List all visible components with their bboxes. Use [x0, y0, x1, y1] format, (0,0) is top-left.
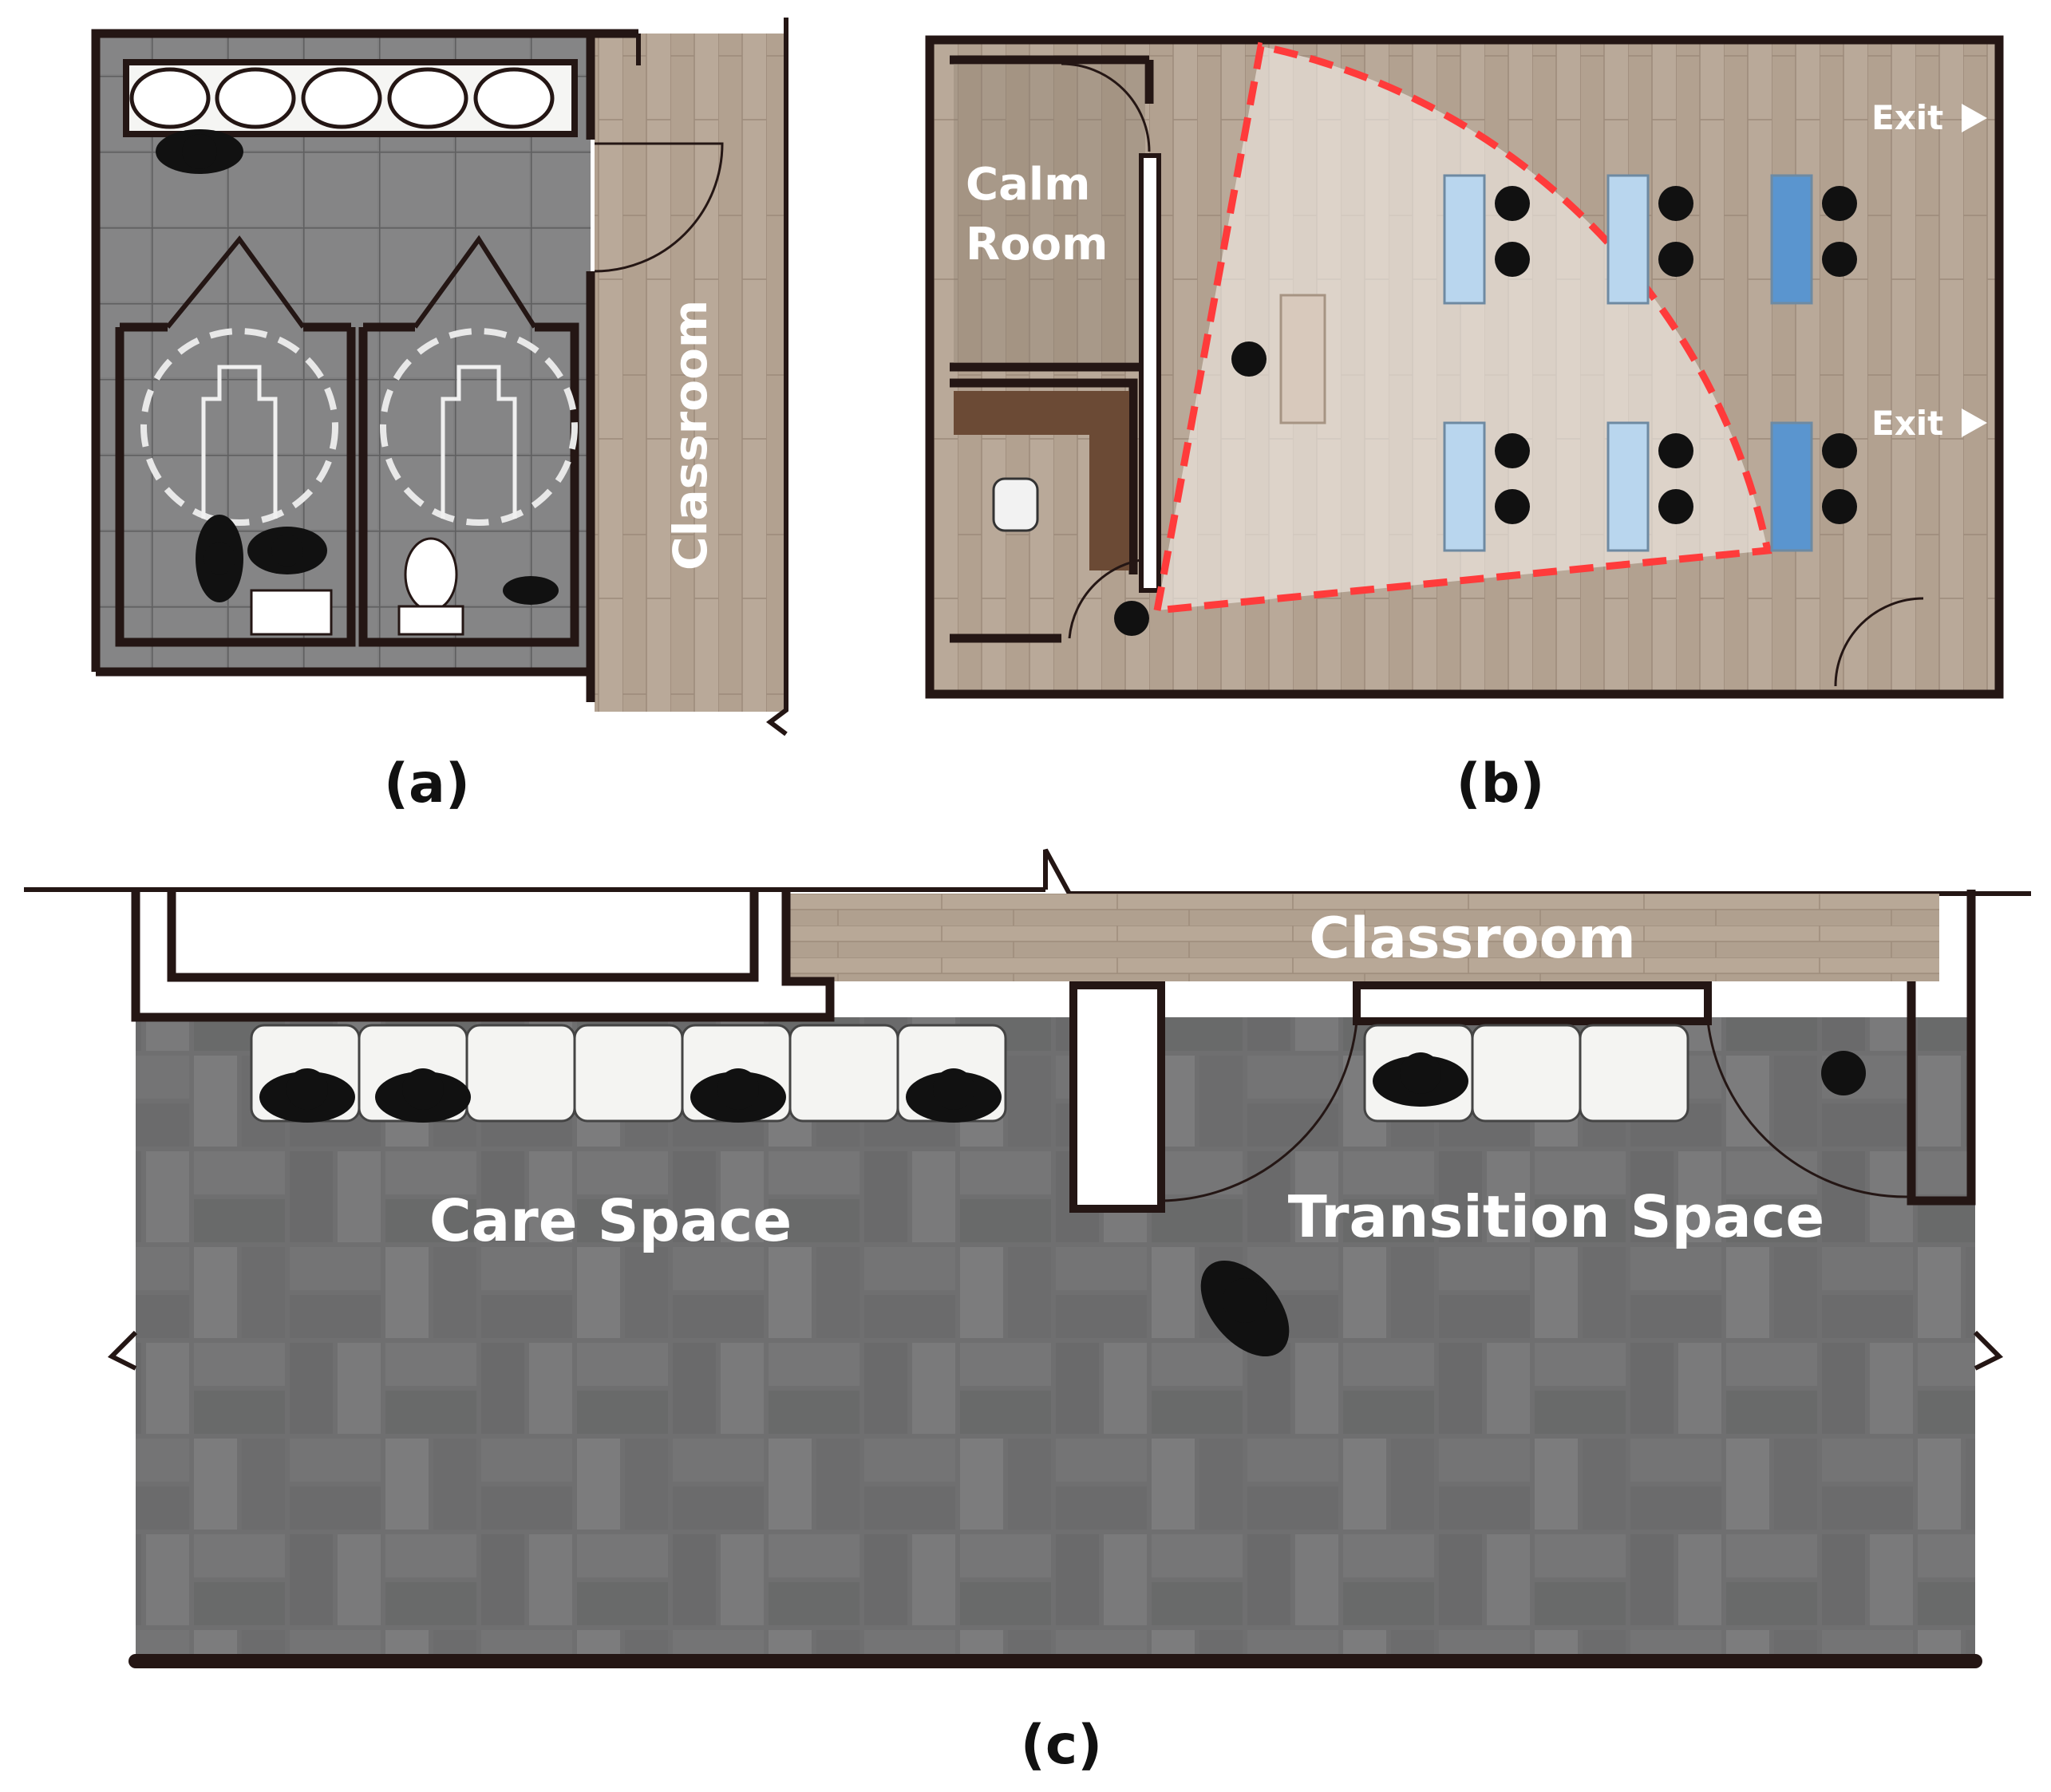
- calm-room-shadow: [954, 64, 1145, 363]
- turning-circle-2: [380, 328, 578, 526]
- pillar: [1069, 981, 1165, 1213]
- classroom-label-a: Classroom: [663, 300, 717, 570]
- classroom-label-c: Classroom: [1309, 906, 1636, 971]
- exit-arrow-icon-top: [1962, 104, 1987, 132]
- toilet-icon: [404, 537, 458, 612]
- classroom-corridor-a: [595, 34, 786, 712]
- classroom-strip-c: [786, 894, 1939, 981]
- panel-caption-c: (c): [1021, 1714, 1102, 1777]
- sinks: [129, 67, 555, 129]
- calm-room-label-2: Room: [966, 219, 1108, 270]
- person-icons-a: [156, 129, 559, 605]
- panel-caption-b: (b): [1456, 752, 1545, 815]
- paver-floor: [136, 1017, 1975, 1660]
- student-icons: [1114, 186, 1857, 636]
- office-chair: [992, 477, 1039, 532]
- office-counter: [954, 391, 1129, 570]
- panel-b-classroom-plan: Calm Room: [925, 35, 2004, 815]
- panel-a-restroom-plan: Classroom (a): [91, 18, 788, 815]
- transition-space-label: Transition Space: [1288, 1183, 1824, 1250]
- exit-arrow-icon-bottom: [1962, 409, 1987, 437]
- calm-room-label-1: Calm: [966, 159, 1090, 211]
- panel-caption-a: (a): [384, 752, 470, 815]
- care-space-label: Care Space: [429, 1187, 792, 1254]
- panel-c-corridor-plan: Classroom Care Space Transition Space (c…: [24, 848, 2031, 1777]
- student-desks: [1443, 174, 1813, 552]
- person-icons-c: [259, 1051, 1866, 1357]
- teacher-desk: [1279, 294, 1326, 424]
- exit-label-bottom: Exit: [1871, 404, 1943, 443]
- exit-label-top: Exit: [1871, 98, 1943, 137]
- turning-circle-1: [140, 328, 338, 526]
